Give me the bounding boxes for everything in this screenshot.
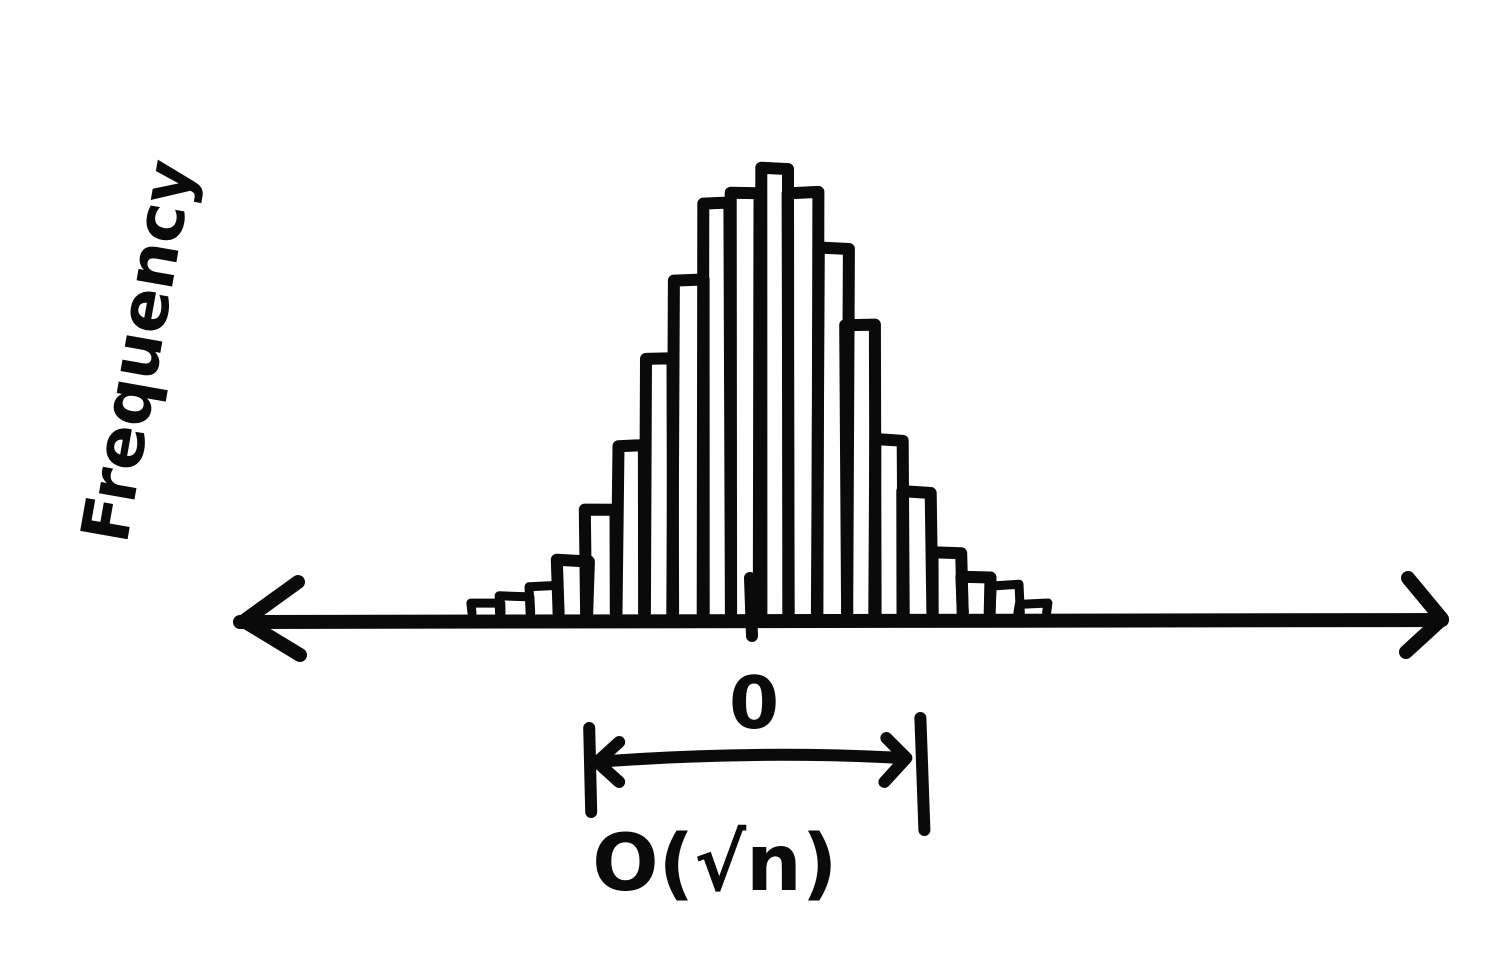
bracket-left-bar [583, 722, 598, 818]
bracket-left-arrowhead [591, 736, 626, 788]
x-axis-right-arrow [1399, 571, 1449, 659]
x-axis [233, 571, 1449, 662]
bracket-right-bar [914, 712, 931, 836]
bracket-label: O(√n) [592, 819, 837, 909]
zero-tick-mark [744, 572, 758, 642]
y-axis-label: Frequency [66, 154, 209, 548]
bracket-line [589, 748, 909, 768]
histogram-bar [986, 579, 1025, 618]
histogram-bar [1013, 598, 1053, 618]
histogram-bar [724, 186, 766, 619]
bracket-right-arrowhead [878, 732, 913, 788]
x-axis-line [233, 613, 1449, 629]
histogram-bars [466, 161, 1053, 619]
zero-tick: 0 [729, 572, 779, 745]
histogram-bar [955, 570, 997, 619]
width-bracket-annotation: O(√n) [583, 712, 931, 909]
x-axis-left-arrow [237, 575, 307, 662]
zero-tick-label: 0 [729, 661, 779, 745]
